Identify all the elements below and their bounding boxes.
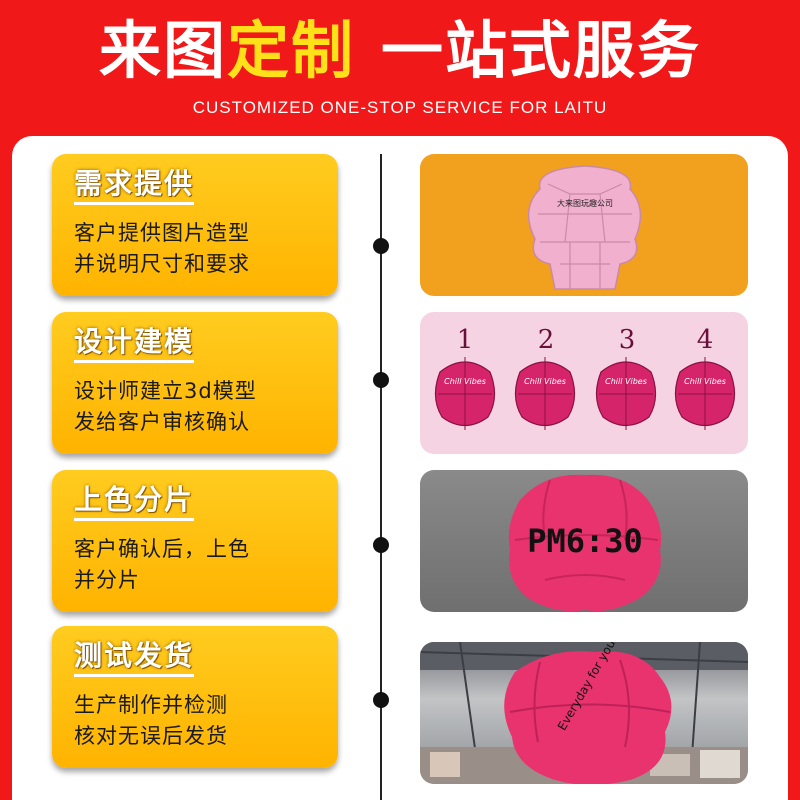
step-description: 生产制作并检测 核对无误后发货	[74, 693, 228, 748]
svg-text:大来图玩趣公司: 大来图玩趣公司	[557, 198, 613, 208]
svg-text:2: 2	[538, 325, 555, 355]
svg-text:Chill Vibes: Chill Vibes	[444, 377, 486, 386]
step-description: 客户确认后，上色 并分片	[74, 537, 250, 592]
timeline-line	[380, 154, 382, 800]
svg-text:PM6:30: PM6:30	[527, 522, 643, 560]
title-part1: 来图	[98, 14, 227, 87]
step-title: 测试发货	[74, 640, 195, 677]
step-description: 设计师建立3d模型 发给客户审核确认	[74, 379, 257, 434]
svg-text:Chill Vibes: Chill Vibes	[524, 377, 566, 386]
factory-test-image: Everyday for you	[420, 642, 748, 784]
step-card-coloring: 上色分片 客户确认后，上色 并分片	[52, 470, 338, 612]
timeline-dot	[373, 537, 389, 553]
step-card-modeling: 设计建模 设计师建立3d模型 发给客户审核确认	[52, 312, 338, 454]
step-description: 客户提供图片造型 并说明尺寸和要求	[74, 221, 250, 276]
step-title: 需求提供	[74, 168, 195, 205]
timeline-dot	[373, 372, 389, 388]
model-views-image: 1 2 3 4 Chill Vibes Chill Vibes Chill Vi…	[420, 312, 748, 454]
title-highlight: 定制	[226, 14, 355, 87]
svg-text:Chill Vibes: Chill Vibes	[684, 377, 726, 386]
svg-text:1: 1	[457, 325, 474, 355]
svg-text:3: 3	[619, 325, 636, 355]
step-title: 上色分片	[74, 484, 195, 521]
pink-inflatable-model-image: 大来图玩趣公司	[420, 154, 748, 296]
page-title: 来图定制一站式服务	[0, 8, 800, 94]
timeline-dot	[373, 238, 389, 254]
step-title: 设计建模	[74, 326, 195, 363]
step-card-shipping: 测试发货 生产制作并检测 核对无误后发货	[52, 626, 338, 768]
title-part2: 一站式服务	[381, 14, 702, 87]
page-subtitle: CUSTOMIZED ONE-STOP SERVICE FOR LAITU	[192, 98, 608, 117]
svg-text:4: 4	[697, 325, 714, 355]
colored-ball-image: PM6:30	[420, 470, 748, 612]
step-card-requirements: 需求提供 客户提供图片造型 并说明尺寸和要求	[52, 154, 338, 296]
svg-text:Chill Vibes: Chill Vibes	[605, 377, 647, 386]
timeline-dot	[373, 692, 389, 708]
